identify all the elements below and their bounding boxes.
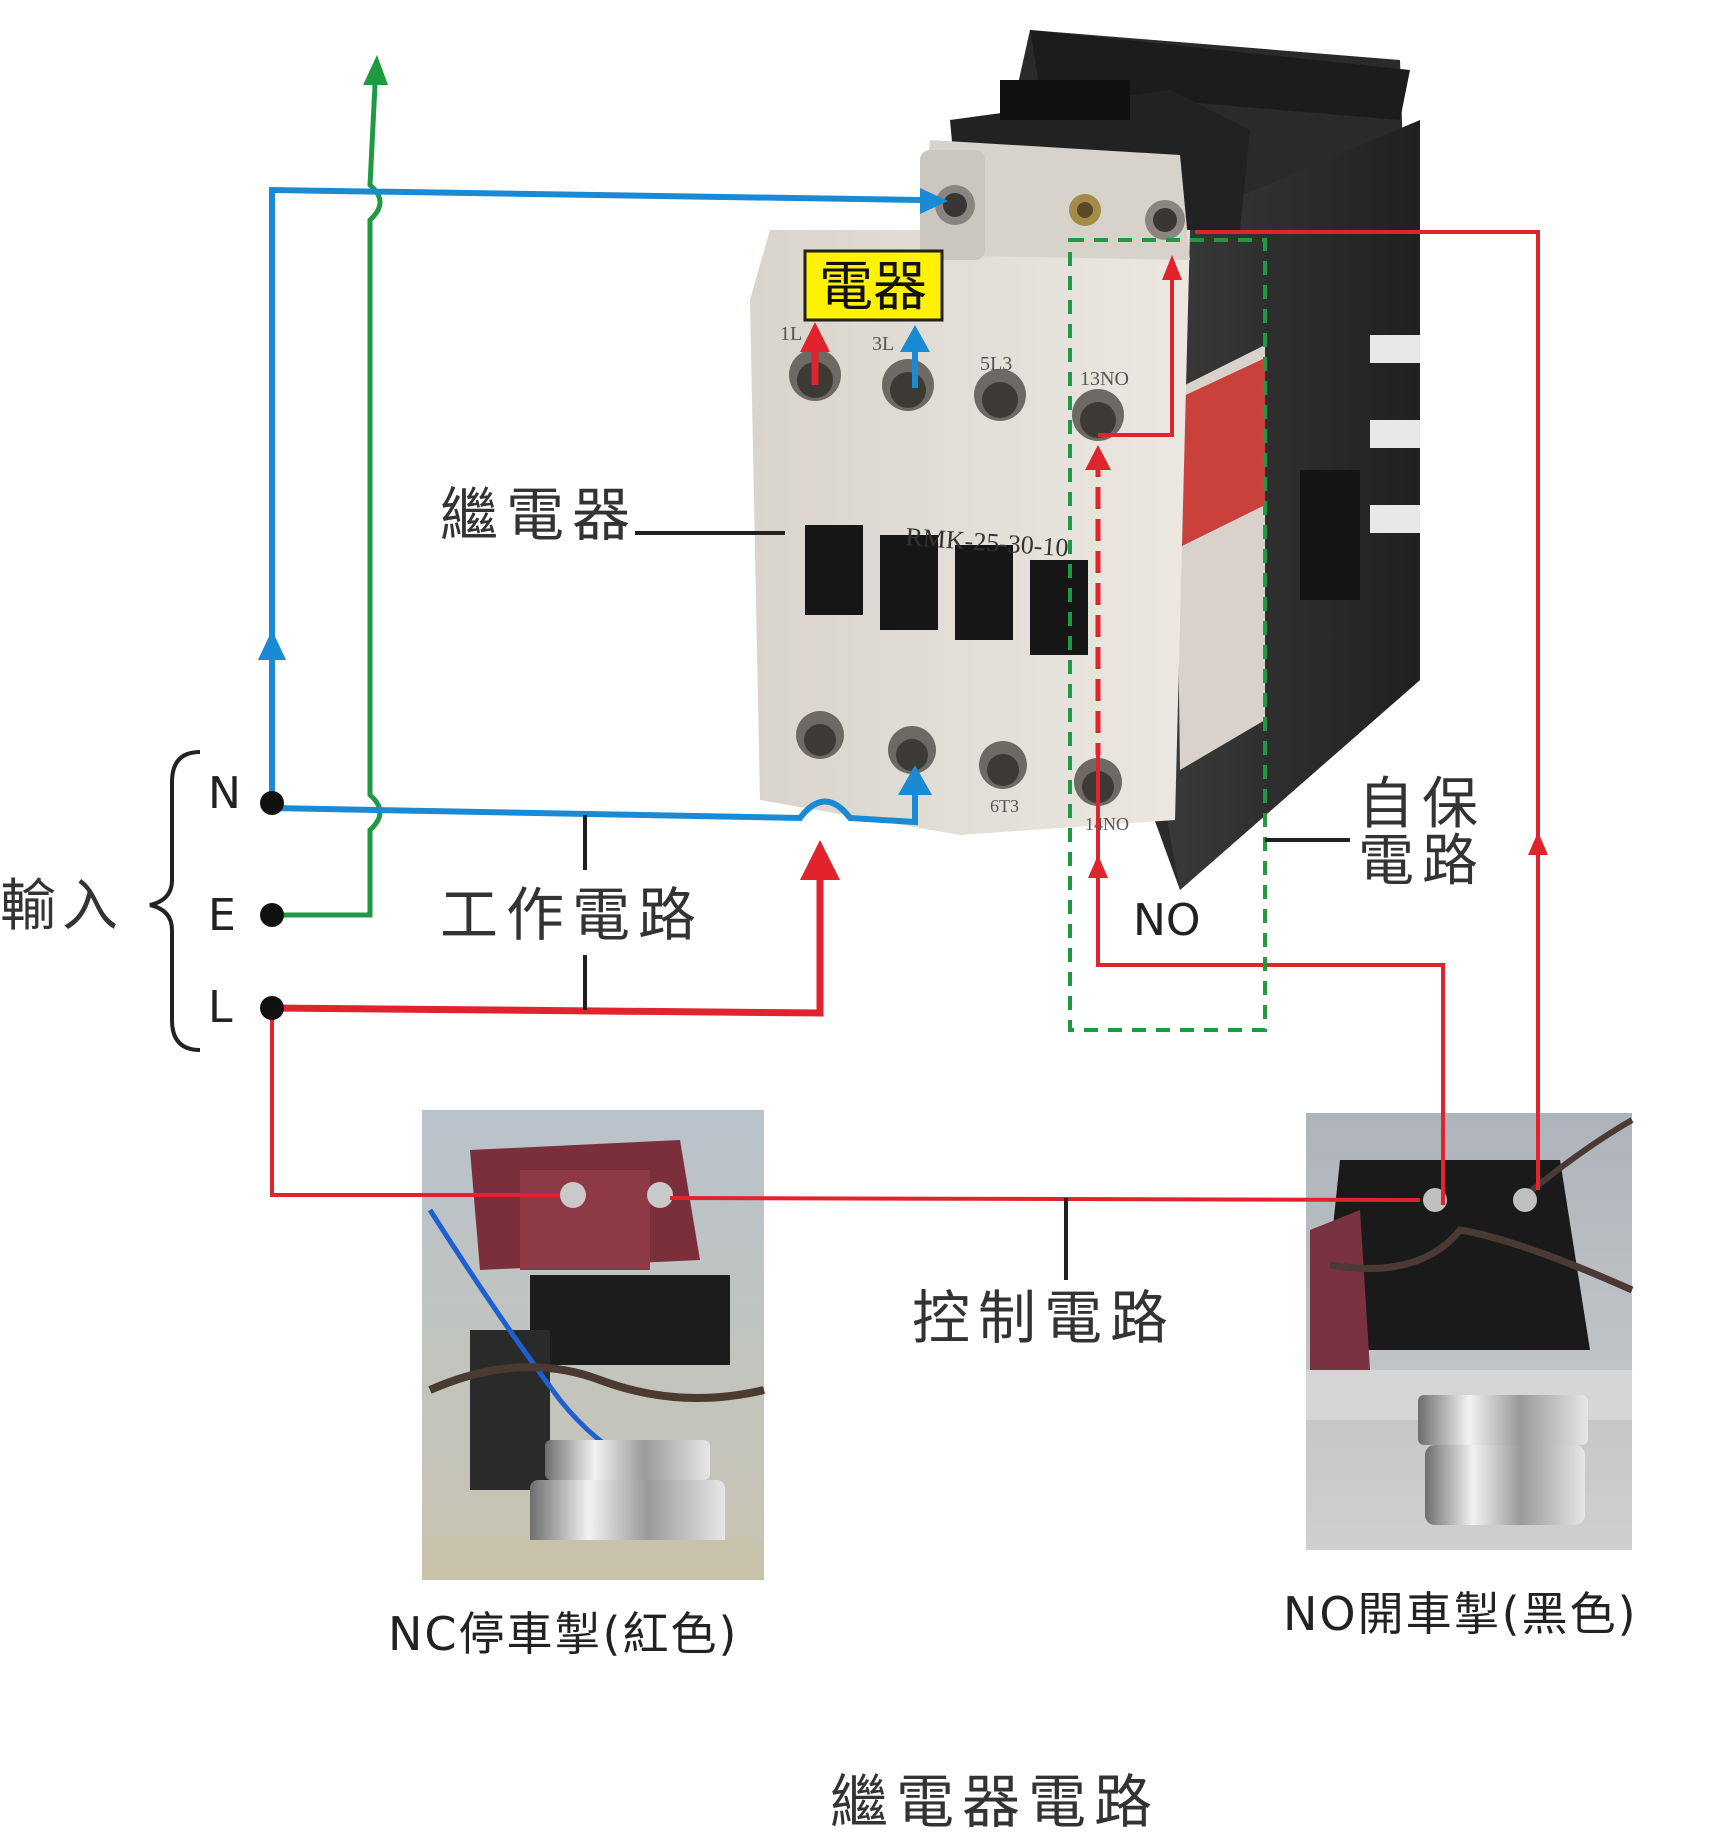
return-arrow-icon [1162,255,1182,280]
input-label: 輸入 [0,874,124,939]
terminal-e-label: E [208,890,236,941]
neutral-wire [269,186,921,826]
terminal-marking-13no: 13NO [1080,368,1129,390]
contactor-image: 1L 3L 5L3 13NO RMK-25-30-10 6T3 14NO [750,30,1420,890]
input-brace [149,750,201,1052]
nc-stop-button-image [422,1110,765,1580]
neutral-top-arrow-icon [900,325,930,352]
earth-wire [272,84,383,918]
no-top-arrow-icon [1085,445,1111,470]
terminal-marking-5l3: 5L3 [980,353,1012,375]
self-hold-label-line2: 電路 [1358,829,1486,894]
no-bottom-arrow-icon [1088,855,1108,878]
neutral-bottom-arrow-icon [898,765,932,795]
terminal-marking-6t3: 6T3 [990,796,1019,816]
relay-label: 繼電器 [440,481,638,549]
self-hold-label-line1: 自保 [1358,772,1486,837]
diagram-title: 繼電器電路 [830,1768,1160,1836]
terminal-marking-1l: 1L [780,323,802,345]
terminal-n [260,791,284,815]
terminal-l-label: L [208,982,233,1033]
control-circuit-label: 控制電路 [912,1284,1176,1352]
live-top-arrow-icon [800,322,830,352]
nc-button-label: NC停車掣(紅色) [388,1607,738,1661]
neutral-arrow-icon [258,630,286,660]
terminal-marking-14no: 14NO [1085,814,1129,834]
terminal-l [260,996,284,1020]
live-bottom-arrow-icon [800,840,840,880]
terminal-e [260,903,284,927]
no-button-label: NO開車掣(黑色) [1283,1587,1638,1641]
neutral-terminal-arrow-icon [920,188,948,214]
earth-arrow-icon [363,55,388,85]
self-hold-box [1068,238,1267,1032]
terminal-n-label: N [208,768,241,819]
terminal-marking-3l: 3L [872,333,894,355]
no-start-button-image [1306,1113,1634,1550]
right-riser-arrow-icon [1528,832,1548,855]
device-tag-box [803,249,944,322]
device-tag-label: 電器 [819,255,927,318]
no-contact-label: NO [1133,895,1201,946]
working-circuit-label: 工作電路 [440,881,704,949]
